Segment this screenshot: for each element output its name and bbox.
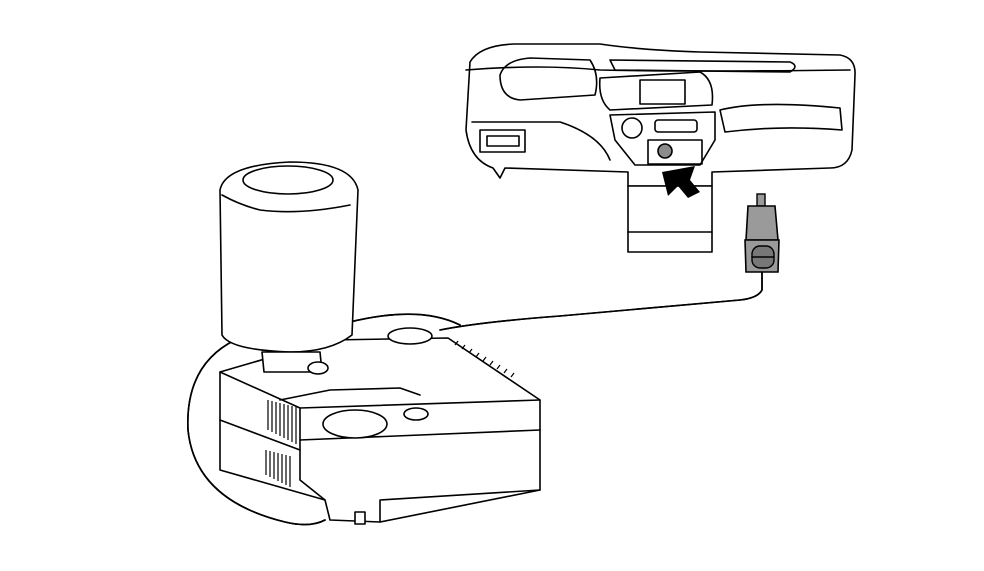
12v-plug-icon: [744, 193, 780, 273]
car-dashboard-icon: [465, 43, 856, 253]
pointer-arrow-icon: [662, 166, 700, 198]
sealant-bottle-icon: [219, 161, 359, 375]
power-cable: [439, 271, 763, 331]
tire-compressor-icon: [219, 327, 541, 525]
power-socket-icon: [657, 143, 673, 159]
